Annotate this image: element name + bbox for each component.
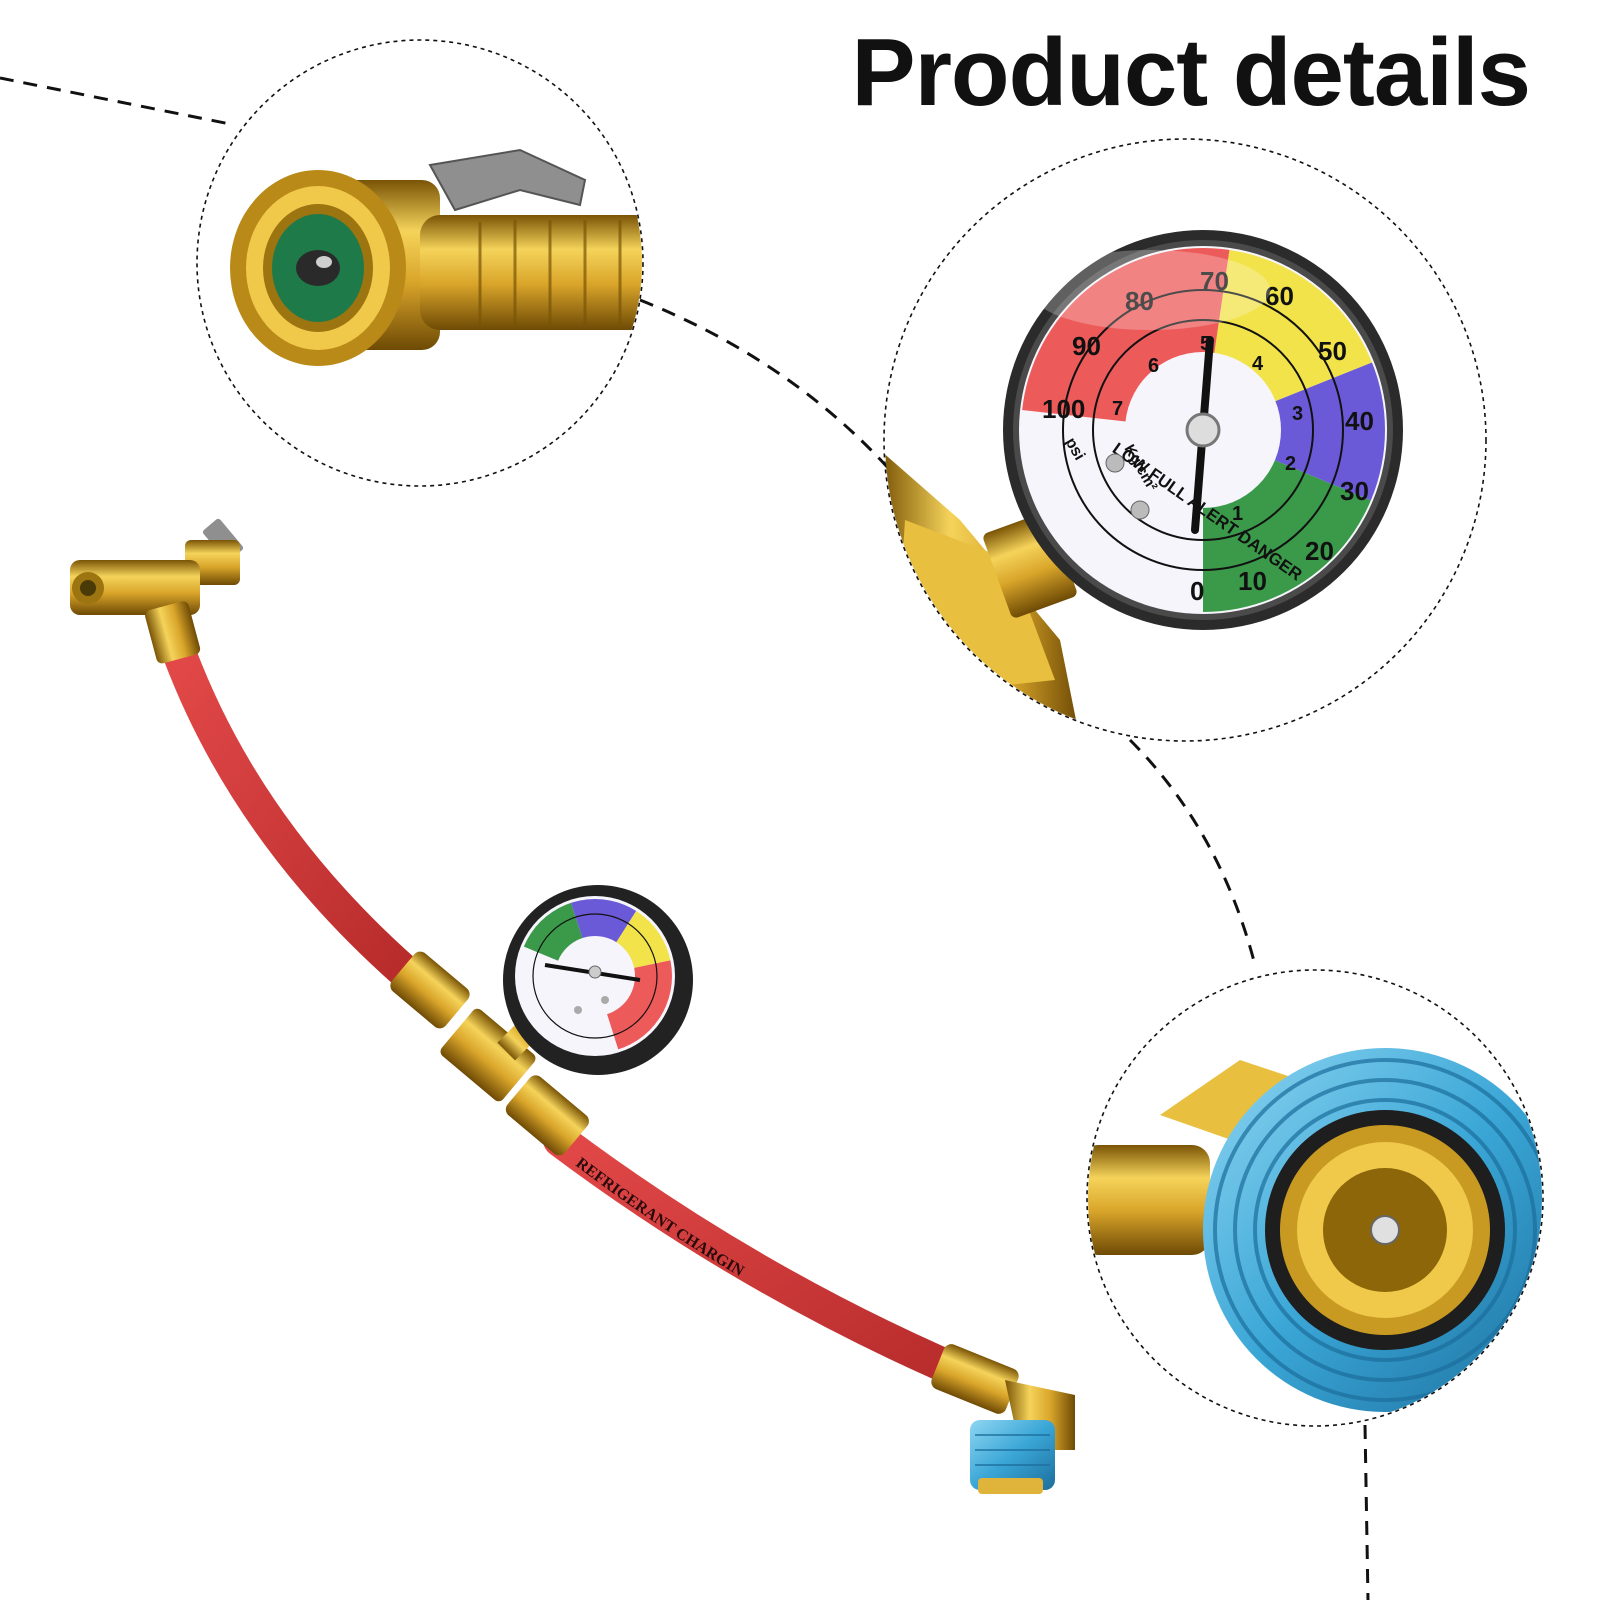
gauge-inner-number: 4	[1252, 353, 1264, 375]
gauge-number: 100	[1042, 394, 1085, 424]
valve-detail-image	[230, 148, 642, 366]
gauge-number: 80	[1125, 286, 1154, 316]
connector-line-middle	[639, 298, 892, 472]
screw-icon	[1130, 500, 1150, 520]
gauge-detail-image: 0 10 20 30 40 50 60 70 80 90 100 1 2 3 4…	[885, 230, 1403, 740]
connector-line-bottom	[1363, 1424, 1370, 1600]
gauge-inner-number: 5	[1200, 333, 1211, 355]
gauge-inner-number: 7	[1112, 398, 1123, 420]
connector-lines	[0, 76, 1370, 1600]
gauge-number: 50	[1318, 336, 1347, 366]
hose-assembly-image: REFRIGERANT CHARGIN	[70, 518, 1075, 1494]
gauge-number: 90	[1072, 331, 1101, 361]
connector-line-top-left	[0, 76, 236, 127]
gauge-inner-number: 3	[1292, 403, 1303, 425]
gauge-number: 0	[1190, 576, 1204, 606]
gauge-number: 60	[1265, 281, 1294, 311]
gauge-inner-number: 1	[1232, 503, 1243, 525]
detail-circle-coupler	[1086, 969, 1544, 1427]
gauge-inner-number: 6	[1148, 355, 1159, 377]
gauge-number: 40	[1345, 406, 1374, 436]
hose-print: REFRIGERANT CHARGIN	[573, 1155, 748, 1281]
screw-icon	[1105, 453, 1125, 473]
gauge-number: 70	[1200, 266, 1229, 296]
coupler-detail-image	[1088, 1048, 1542, 1412]
gauge-inner-number: 2	[1285, 453, 1296, 475]
gauge-number: 20	[1305, 536, 1334, 566]
connector-line-lower	[1128, 738, 1257, 966]
gauge-needle-hub	[1185, 412, 1221, 448]
gauge-number: 30	[1340, 476, 1369, 506]
svg-text:REFRIGERANT CHARGIN: REFRIGERANT CHARGIN	[573, 1155, 748, 1281]
detail-circle-gauge	[883, 138, 1487, 742]
page-title: Product details	[851, 19, 1531, 126]
detail-circle-valve	[196, 39, 644, 487]
gauge-number: 10	[1238, 566, 1267, 596]
